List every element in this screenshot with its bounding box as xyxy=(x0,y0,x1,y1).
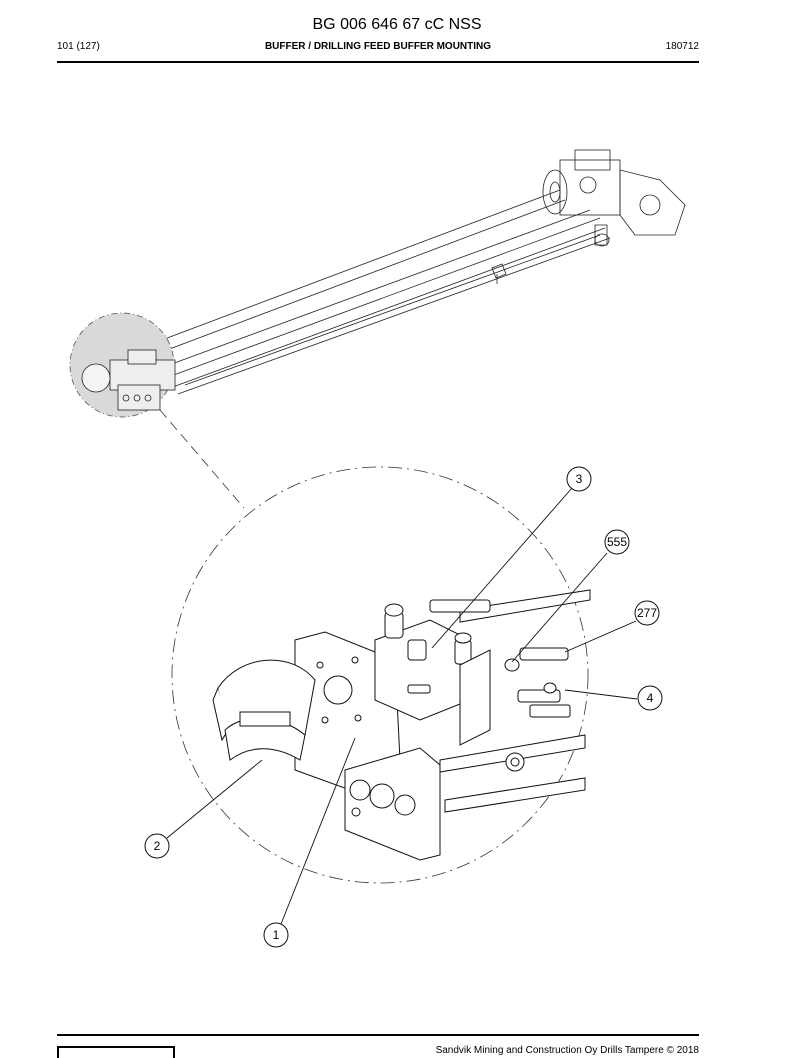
callout-1: 1 xyxy=(263,922,289,948)
callout-3-label: 3 xyxy=(576,472,583,486)
callout-2: 2 xyxy=(144,833,170,859)
callout-4: 4 xyxy=(637,685,663,711)
page-title: BUFFER / DRILLING FEED BUFFER MOUNTING xyxy=(264,41,492,52)
callout-277-label: 277 xyxy=(637,606,657,620)
brand-logo xyxy=(57,1046,175,1058)
callout-1-label: 1 xyxy=(273,928,280,942)
footer-rule xyxy=(57,1034,699,1036)
document-id: BG 006 646 67 cC NSS xyxy=(312,16,482,33)
footer-copyright: Sandvik Mining and Construction Oy Drill… xyxy=(435,1045,699,1056)
callout-277: 277 xyxy=(634,600,660,626)
buffer-detail-parts xyxy=(212,589,591,861)
callout-4-label: 4 xyxy=(647,691,654,705)
feed-beam-overview xyxy=(129,149,686,395)
drawing-code: 180712 xyxy=(665,41,699,52)
callout-3: 3 xyxy=(566,466,592,492)
detail-leader xyxy=(159,409,245,509)
detail-circle xyxy=(171,466,589,884)
page-number: 101 (127) xyxy=(57,41,100,52)
callout-2-label: 2 xyxy=(154,839,161,853)
callout-555: 555 xyxy=(604,529,630,555)
header-rule xyxy=(57,61,699,63)
front-end-thumbnail xyxy=(81,349,176,411)
callout-leaders xyxy=(166,487,638,925)
callout-555-label: 555 xyxy=(607,535,627,549)
